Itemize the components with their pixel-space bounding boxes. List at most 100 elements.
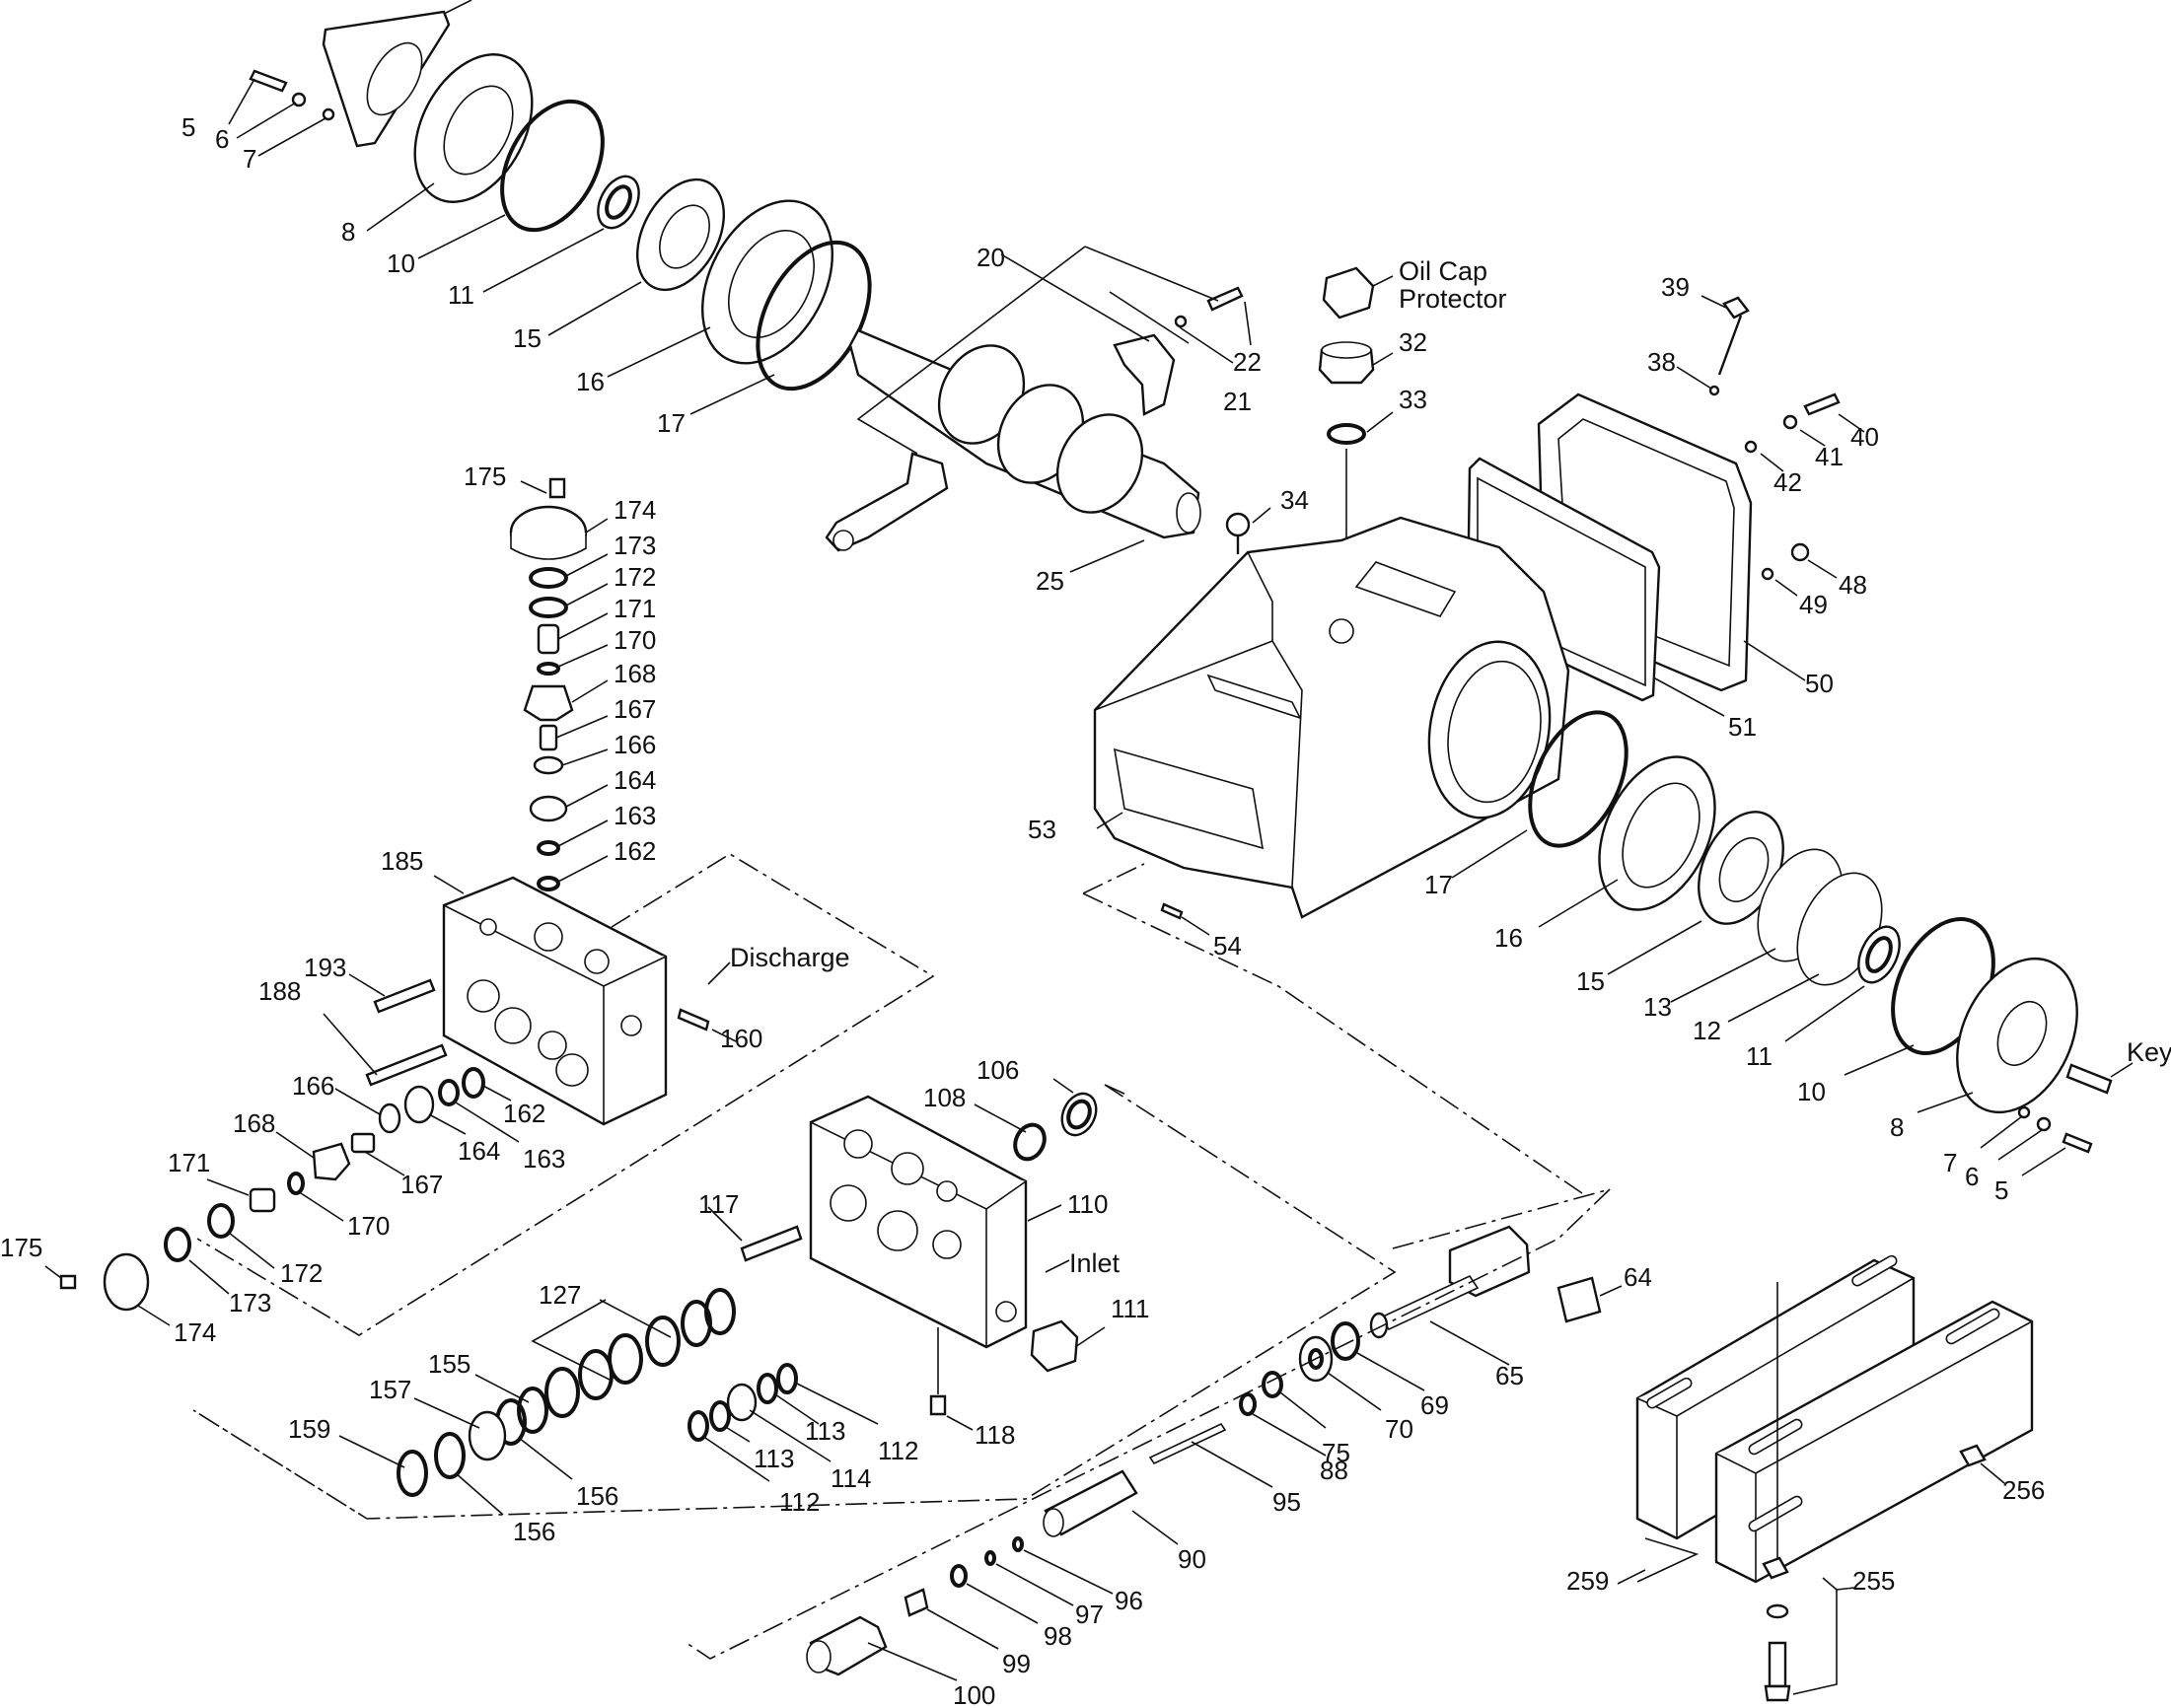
shaft-guard-opening [366, 41, 423, 116]
label-168-top: 168 [614, 659, 656, 688]
label-168-side: 168 [233, 1108, 275, 1138]
outline-inlet [192, 1084, 1397, 1520]
o-ring-172-side [207, 1203, 235, 1239]
label-170-side: 170 [347, 1211, 390, 1241]
label-193: 193 [304, 953, 346, 982]
label-22: 22 [1233, 347, 1262, 377]
nut-256 [1959, 1444, 1987, 1467]
o-ring-173-top [529, 567, 568, 589]
label-256: 256 [2002, 1475, 2045, 1505]
label-112-b: 112 [779, 1487, 820, 1517]
washer-170-top [537, 662, 560, 676]
key [2065, 1063, 2113, 1095]
label-42: 42 [1773, 467, 1802, 497]
o-ring-113-a [757, 1373, 778, 1404]
label-5-right: 5 [1994, 1175, 2008, 1205]
seat-164-top [529, 795, 568, 822]
label-17: 17 [657, 408, 686, 438]
label-6-right: 6 [1965, 1162, 1979, 1191]
label-88: 88 [1320, 1456, 1348, 1485]
inlet-block-group: 106 108 110 117 Inlet 111 118 127 112 11… [288, 1055, 1150, 1546]
label-10-right: 10 [1797, 1077, 1826, 1106]
label-113-a: 113 [805, 1416, 845, 1446]
washer-7-right [2017, 1105, 2031, 1119]
label-174-top: 174 [614, 495, 656, 525]
label-75: 75 [1322, 1438, 1350, 1467]
outline-crankcase [1082, 892, 1583, 1194]
ring-88 [1239, 1392, 1257, 1416]
label-7: 7 [243, 144, 256, 174]
label-166-top: 166 [614, 730, 656, 759]
label-40: 40 [1850, 422, 1879, 452]
valve-seat-168-side [312, 1142, 351, 1181]
label-53: 53 [1028, 815, 1056, 844]
label-20: 20 [977, 243, 1005, 272]
o-ring-163-side [438, 1079, 460, 1106]
label-97: 97 [1075, 1600, 1104, 1629]
label-259: 259 [1566, 1566, 1609, 1596]
label-16: 16 [576, 367, 605, 396]
label-key: Key [2127, 1037, 2171, 1067]
label-99: 99 [1002, 1649, 1031, 1678]
o-ring-162-top [537, 876, 560, 891]
label-159: 159 [288, 1414, 330, 1444]
bolt-40 [1803, 392, 1841, 416]
label-11-right: 11 [1746, 1041, 1773, 1071]
label-162-side: 162 [503, 1099, 545, 1128]
label-11: 11 [448, 280, 474, 310]
ring-69 [1331, 1321, 1360, 1361]
plug-48 [1790, 542, 1810, 562]
label-34: 34 [1280, 485, 1309, 515]
label-protector: Protector [1399, 284, 1507, 314]
discharge-valve-stack: 175 174 173 172 171 170 168 167 166 164 … [464, 462, 656, 947]
plug-111 [1030, 1319, 1079, 1373]
label-170-top: 170 [614, 625, 656, 655]
label-167-top: 167 [614, 694, 656, 724]
pin-64 [1556, 1276, 1602, 1323]
bolt-193 [373, 978, 436, 1014]
label-163-side: 163 [523, 1144, 565, 1174]
discharge-manifold-group: 185 193 188 Discharge 160 162 163 164 16… [0, 846, 850, 1347]
label-7-right: 7 [1943, 1148, 1957, 1177]
label-155: 155 [428, 1349, 470, 1379]
spring-167-side [350, 1132, 376, 1154]
valve-166-top [533, 755, 564, 775]
mounting-rail-group: 256 255 259 [1566, 1254, 2045, 1702]
rod-95 [1148, 1422, 1227, 1465]
plug-118 [929, 1394, 947, 1416]
o-ring-113-b [709, 1400, 731, 1432]
label-106: 106 [977, 1055, 1019, 1085]
screw-99 [904, 1588, 929, 1617]
o-ring-172-top [529, 597, 568, 618]
label-174-side: 174 [174, 1317, 216, 1347]
label-49: 49 [1799, 590, 1828, 619]
upper-left-bearing-group: 5 6 7 8 10 11 15 16 17 [181, 0, 872, 438]
label-171-top: 171 [614, 594, 656, 623]
rail-259-lower [1714, 1300, 2034, 1584]
label-50: 50 [1805, 669, 1834, 698]
outline-plunger [686, 1188, 1611, 1660]
label-25: 25 [1036, 566, 1064, 596]
label-16-right: 16 [1494, 923, 1523, 953]
label-156-a: 156 [576, 1481, 618, 1511]
ring-98 [950, 1564, 968, 1588]
label-70: 70 [1385, 1414, 1413, 1444]
label-41: 41 [1815, 442, 1844, 471]
label-164-top: 164 [614, 765, 656, 795]
label-8: 8 [341, 217, 355, 247]
label-100: 100 [953, 1680, 995, 1708]
label-173-side: 173 [229, 1288, 271, 1317]
label-5: 5 [181, 112, 195, 142]
label-12: 12 [1693, 1016, 1721, 1045]
bolt-175-side [59, 1274, 77, 1290]
rod-cap-21 [1113, 333, 1176, 416]
ring-96 [1012, 1536, 1024, 1552]
washer-41 [1782, 414, 1798, 430]
label-32: 32 [1399, 327, 1427, 357]
oil-seal-11 [597, 175, 640, 230]
label-117: 117 [698, 1189, 739, 1219]
label-127: 127 [539, 1280, 581, 1310]
pin-54 [1160, 902, 1184, 920]
label-69: 69 [1420, 1390, 1449, 1420]
